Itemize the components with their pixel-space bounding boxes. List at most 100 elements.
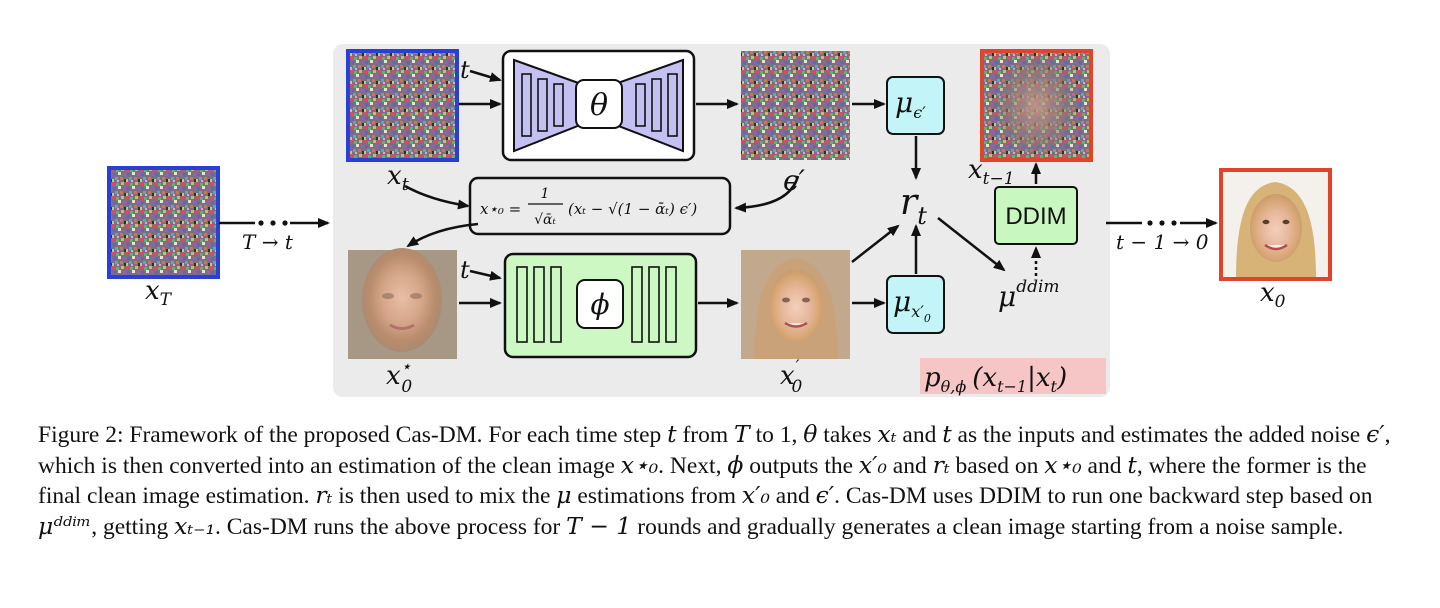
mu-eps-box	[886, 76, 945, 135]
equation-rhs: (xₜ − √(1 − ᾱₜ) ϵ′)	[568, 200, 697, 218]
svg-text:x⋆0: x⋆0	[386, 357, 412, 397]
label-xt1-sub: t−1	[983, 169, 1015, 189]
caption-text: outputs the	[743, 452, 859, 479]
caption-math: ϵ′	[1366, 420, 1385, 448]
label-xt: x	[387, 161, 402, 191]
label-schedule-in: T → t	[242, 230, 294, 254]
svg-text:x0: x0	[1260, 278, 1286, 312]
label-mu-x0: μ	[893, 285, 911, 318]
equation-to-x0star-arrow	[406, 222, 479, 248]
caption-text: Figure 2: Framework of the proposed Cas-…	[38, 422, 668, 448]
caption-text: , getting	[91, 513, 175, 540]
t-bottom-arrow	[469, 269, 502, 281]
caption-math: x⋆₀	[620, 450, 659, 479]
caption-math: x′₀	[741, 481, 770, 509]
label-posterior-arg-sub: t−1	[997, 377, 1027, 396]
label-x0star-sup: ⋆	[401, 357, 412, 377]
caption-text: is then used to mix the	[332, 483, 557, 509]
caption-text: as the inputs and estimates the added no…	[951, 422, 1367, 448]
noise-image-eps	[741, 51, 850, 160]
noise-image-xt	[346, 49, 459, 162]
label-eps-prime: ϵ′	[783, 164, 806, 197]
figure-caption: Figure 2: Framework of the proposed Cas-…	[38, 420, 1408, 542]
theta-network	[501, 49, 696, 162]
label-x0: x	[1260, 278, 1275, 308]
caption-text: . Cas-DM uses DDIM to run one backward s…	[834, 483, 1373, 509]
label-mu-x0-sub: x′	[911, 302, 924, 321]
label-rt: r	[900, 182, 919, 223]
label-theta: θ	[590, 88, 608, 123]
label-x0prime: x	[780, 361, 795, 391]
caption-text: and	[886, 452, 933, 479]
rt-to-muddim-arrow	[937, 217, 1006, 272]
label-x0-sub: 0	[1275, 292, 1286, 312]
svg-text:μx′0: μx′0	[893, 285, 931, 325]
label-xT: x	[145, 276, 160, 306]
label-rt-sub: t	[917, 202, 927, 230]
svg-text:xt−1: xt−1	[968, 155, 1015, 189]
caption-text: and	[1081, 452, 1128, 479]
label-mu-eps: μ	[895, 86, 913, 119]
framework-figure: xT T → t xt t θ ϵ′ μϵ′ rt x	[107, 44, 1332, 397]
image-x0-final	[1219, 168, 1332, 281]
caption-text: , which is then converted into an estima…	[38, 422, 1391, 479]
caption-text: . Cas-DM runs the above process for	[215, 513, 567, 540]
caption-math: ϵ′	[815, 481, 835, 509]
caption-text: . Next,	[658, 452, 728, 479]
svg-text:pθ,ϕ(xt−1|xt): pθ,ϕ(xt−1|xt)	[924, 363, 1067, 396]
label-schedule-out: t − 1 → 0	[1116, 230, 1209, 254]
mu-x0-box	[886, 275, 945, 334]
caption-math: xₜ	[877, 420, 897, 448]
caption-math: x⋆₀	[1044, 450, 1082, 479]
caption-math: xₜ₋₁	[174, 511, 215, 540]
x0prime-to-rt-arrow	[851, 224, 900, 263]
label-posterior-close: )	[1056, 363, 1067, 393]
label-t-bottom: t	[460, 256, 470, 284]
label-x0star: x	[386, 361, 401, 391]
caption-math: t	[942, 420, 952, 448]
caption-math: rₜ	[932, 450, 950, 479]
caption-math: μ	[556, 481, 572, 509]
label-xT-sub: T	[160, 290, 173, 310]
caption-math: θ	[803, 420, 818, 448]
image-xt-minus-1	[980, 49, 1093, 162]
image-x0-star	[348, 248, 457, 359]
caption-text: estimations from	[571, 483, 742, 509]
label-posterior-arg: (x	[972, 363, 997, 393]
svg-text:x′0: x′0	[780, 357, 803, 397]
caption-math: t	[667, 420, 677, 448]
caption-text: to 1,	[749, 422, 804, 448]
caption-text: takes	[817, 422, 878, 448]
caption-text: from	[676, 422, 735, 448]
label-mu-eps-sub: ϵ′	[913, 103, 926, 122]
label-mu-ddim: μ	[998, 280, 1016, 313]
phi-network	[503, 252, 698, 359]
label-mu-x0-subsub: 0	[924, 312, 931, 325]
label-t-top: t	[460, 56, 470, 84]
caption-text: and	[896, 422, 943, 448]
svg-text:xT: xT	[145, 276, 173, 310]
image-x0-prime	[741, 250, 850, 359]
label-posterior-arg-tail: |x	[1027, 363, 1051, 393]
caption-math: t	[1127, 450, 1137, 479]
eps-to-equation-arrow	[734, 175, 800, 213]
caption-text: rounds and gradually generates a clean i…	[631, 513, 1344, 540]
label-phi: ϕ	[590, 288, 609, 321]
caption-text: based on	[949, 452, 1045, 479]
xt-to-equation-arrow	[404, 184, 470, 210]
svg-text:rt: rt	[900, 182, 927, 230]
caption-math: T	[734, 420, 750, 448]
equation-frac-num: 1	[541, 186, 550, 202]
label-posterior-arg-sub2: t	[1051, 377, 1058, 396]
posterior-label-bg	[920, 358, 1106, 394]
noise-image-xT	[107, 166, 220, 279]
label-xt1: x	[968, 155, 983, 185]
equation-lhs: x⋆₀ =	[480, 200, 521, 218]
label-mu-ddim-sup: ddim	[1016, 277, 1059, 297]
label-ddim: DDIM	[1005, 203, 1066, 230]
caption-text: , where the former is the final clean im…	[38, 452, 1367, 510]
svg-text:μϵ′: μϵ′	[895, 86, 926, 122]
caption-text: and	[769, 483, 816, 509]
svg-text:xt: xt	[387, 161, 410, 195]
equation-frac-den: √ᾱₜ	[534, 212, 556, 228]
